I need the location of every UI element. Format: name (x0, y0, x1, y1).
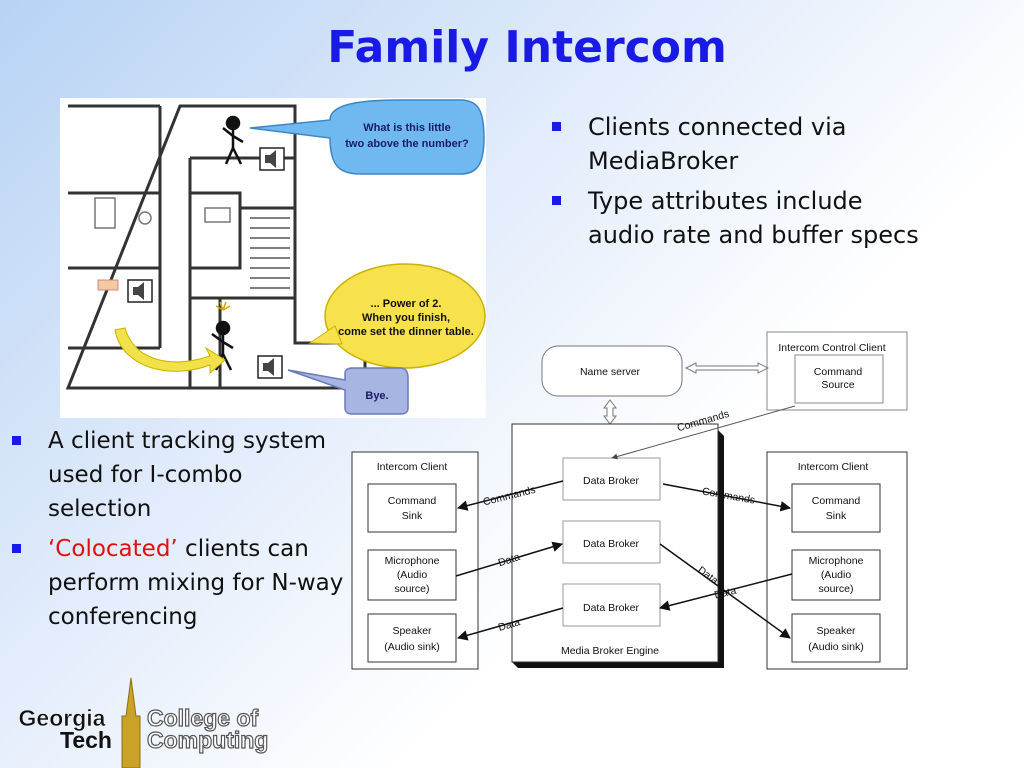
tower-icon (121, 677, 141, 768)
left-speaker-line2: (Audio sink) (384, 641, 439, 653)
command-source-line1: Command (814, 366, 863, 378)
data-broker-label: Data Broker (583, 602, 640, 614)
left-command-line1: Command (388, 495, 437, 507)
bullet-square-icon (552, 122, 561, 131)
bullet-item: Clients connected via MediaBroker (550, 110, 930, 178)
left-command-line2: Sink (402, 510, 423, 522)
bubble2-line2: When you finish, (362, 312, 450, 324)
bullet-item: ‘Colocated’ clients can perform mixing f… (10, 532, 350, 634)
control-client-title: Intercom Control Client (778, 342, 885, 354)
right-mic-line1: Microphone (809, 555, 864, 567)
bubble1-line1: What is this little (363, 122, 450, 134)
right-command-line1: Command (812, 495, 861, 507)
speaker-icon (127, 279, 153, 303)
logo-georgia: Georgia (19, 705, 106, 731)
left-mic-line1: Microphone (385, 555, 440, 567)
data-broker-label: Data Broker (583, 475, 640, 487)
logo-college: College of (147, 705, 259, 731)
bubble1-line2: two above the number? (345, 138, 469, 150)
speech-bubble (324, 263, 486, 369)
engine-label: Media Broker Engine (561, 645, 659, 657)
logo-tech: Tech (60, 727, 112, 753)
data-label: Data (713, 585, 738, 602)
speaker-icon (257, 355, 283, 379)
slide-title: Family Intercom (327, 22, 727, 73)
georgia-tech-logo: Georgia Tech College of Computing (18, 677, 269, 768)
right-speaker-line2: (Audio sink) (808, 641, 863, 653)
bullet-square-icon (12, 436, 21, 445)
left-mic-line2: (Audio (397, 569, 428, 581)
highlight-text: ‘Colocated’ (48, 536, 178, 562)
bubble2-line3: come set the dinner table. (338, 326, 474, 338)
left-client-title: Intercom Client (377, 461, 448, 473)
right-command-line2: Sink (826, 510, 847, 522)
logo-computing: Computing (147, 727, 268, 753)
bullet-item: A client tracking system used for I-comb… (10, 424, 350, 526)
data-broker-box (562, 583, 661, 627)
data-broker-label: Data Broker (583, 538, 640, 550)
bullet-list-bottom: A client tracking system used for I-comb… (10, 424, 350, 640)
left-speaker-line1: Speaker (392, 625, 432, 637)
data-label: Data (497, 616, 522, 634)
architecture-diagram: Name server Intercom Control Client Comm… (351, 331, 908, 670)
bubble3-text: Bye. (365, 390, 388, 402)
bullet-square-icon (552, 196, 561, 205)
command-source-box (794, 354, 884, 404)
movement-arrow (114, 327, 226, 375)
left-mic-line3: source) (394, 583, 429, 595)
right-mic-line2: (Audio (821, 569, 852, 581)
right-mic-line3: source) (818, 583, 853, 595)
name-server-box (541, 345, 683, 397)
speech-bubble (287, 367, 409, 415)
bullet-list-top: Clients connected via MediaBroker Type a… (550, 110, 930, 258)
speech-bubble (249, 99, 485, 175)
person-figure (222, 115, 244, 165)
speaker-icon (259, 147, 285, 171)
command-source-line2: Source (821, 379, 854, 391)
bubble2-line1: ... Power of 2. (371, 298, 442, 310)
bullet-square-icon (12, 544, 21, 553)
right-speaker-line1: Speaker (816, 625, 856, 637)
name-server-label: Name server (580, 366, 641, 378)
data-broker-box (562, 520, 661, 564)
floorplan-illustration: What is this little two above the number… (60, 98, 486, 418)
bullet-item: Type attributes include audio rate and b… (550, 184, 930, 252)
right-client-title: Intercom Client (798, 461, 869, 473)
